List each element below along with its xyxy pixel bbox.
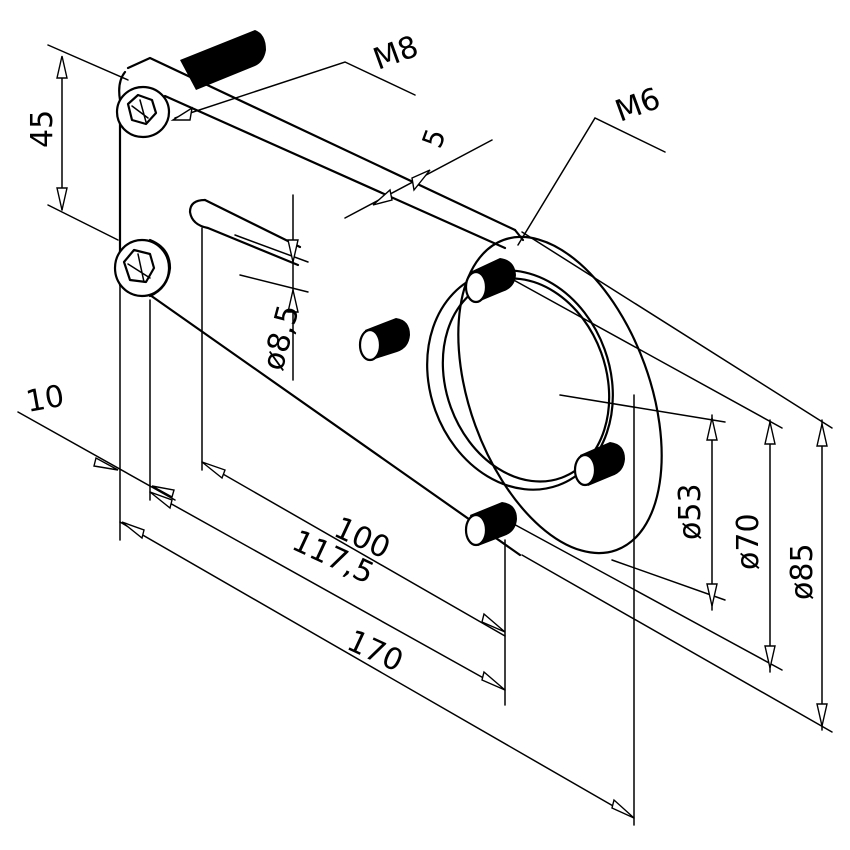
label-edge-offset: 10 [23,379,67,420]
label-slot-width: ø8,5 [256,301,307,374]
plate-inner-top-edge [163,94,507,250]
mounting-plate [118,56,663,557]
label-m8: M8 [369,29,423,77]
threaded-stud-icon [464,258,516,304]
dim-edge-offset: 10 [17,299,176,501]
studs [358,258,625,547]
dim-bolt-spacing: 45 [25,44,129,241]
slot-outline [188,198,300,267]
dim-bolt-circle: ø70 [509,277,783,673]
label-bore: ø53 [673,483,708,540]
threaded-stud-icon [358,318,410,362]
label-bolt-spacing: 45 [25,110,60,148]
dim-thickness: 5 [344,124,493,219]
slot-upper-edge [203,198,302,249]
label-flange: ø85 [785,543,820,600]
threaded-stud-icon [464,502,517,547]
label-thickness: 5 [416,124,453,152]
dim-bore: ø53 [559,394,726,611]
dim-flange: ø85 [521,231,833,733]
leader-m6: M6 [517,81,666,246]
adjustment-slot [188,198,302,471]
upper-bolt-shank [180,30,266,90]
plate-top-edge [126,56,517,232]
label-overall-length: 170 [342,624,409,680]
dim-slot-width: ø8,5 [234,194,309,381]
lower-bolt-socket [122,248,156,284]
lower-bolt-flat [148,238,172,298]
upper-bolt-socket-detail [131,99,149,123]
plate-bottom-edge [148,293,522,557]
flange-outline [457,235,663,555]
threaded-stud-icon [573,442,625,487]
label-m6: M6 [611,81,665,129]
label-bolt-circle: ø70 [731,513,766,570]
lower-bolt-socket-detail [127,253,151,283]
dim-pivot-distance: 117,5 [149,491,506,706]
upper-bolt [115,30,266,139]
lower-bolt [113,238,172,298]
